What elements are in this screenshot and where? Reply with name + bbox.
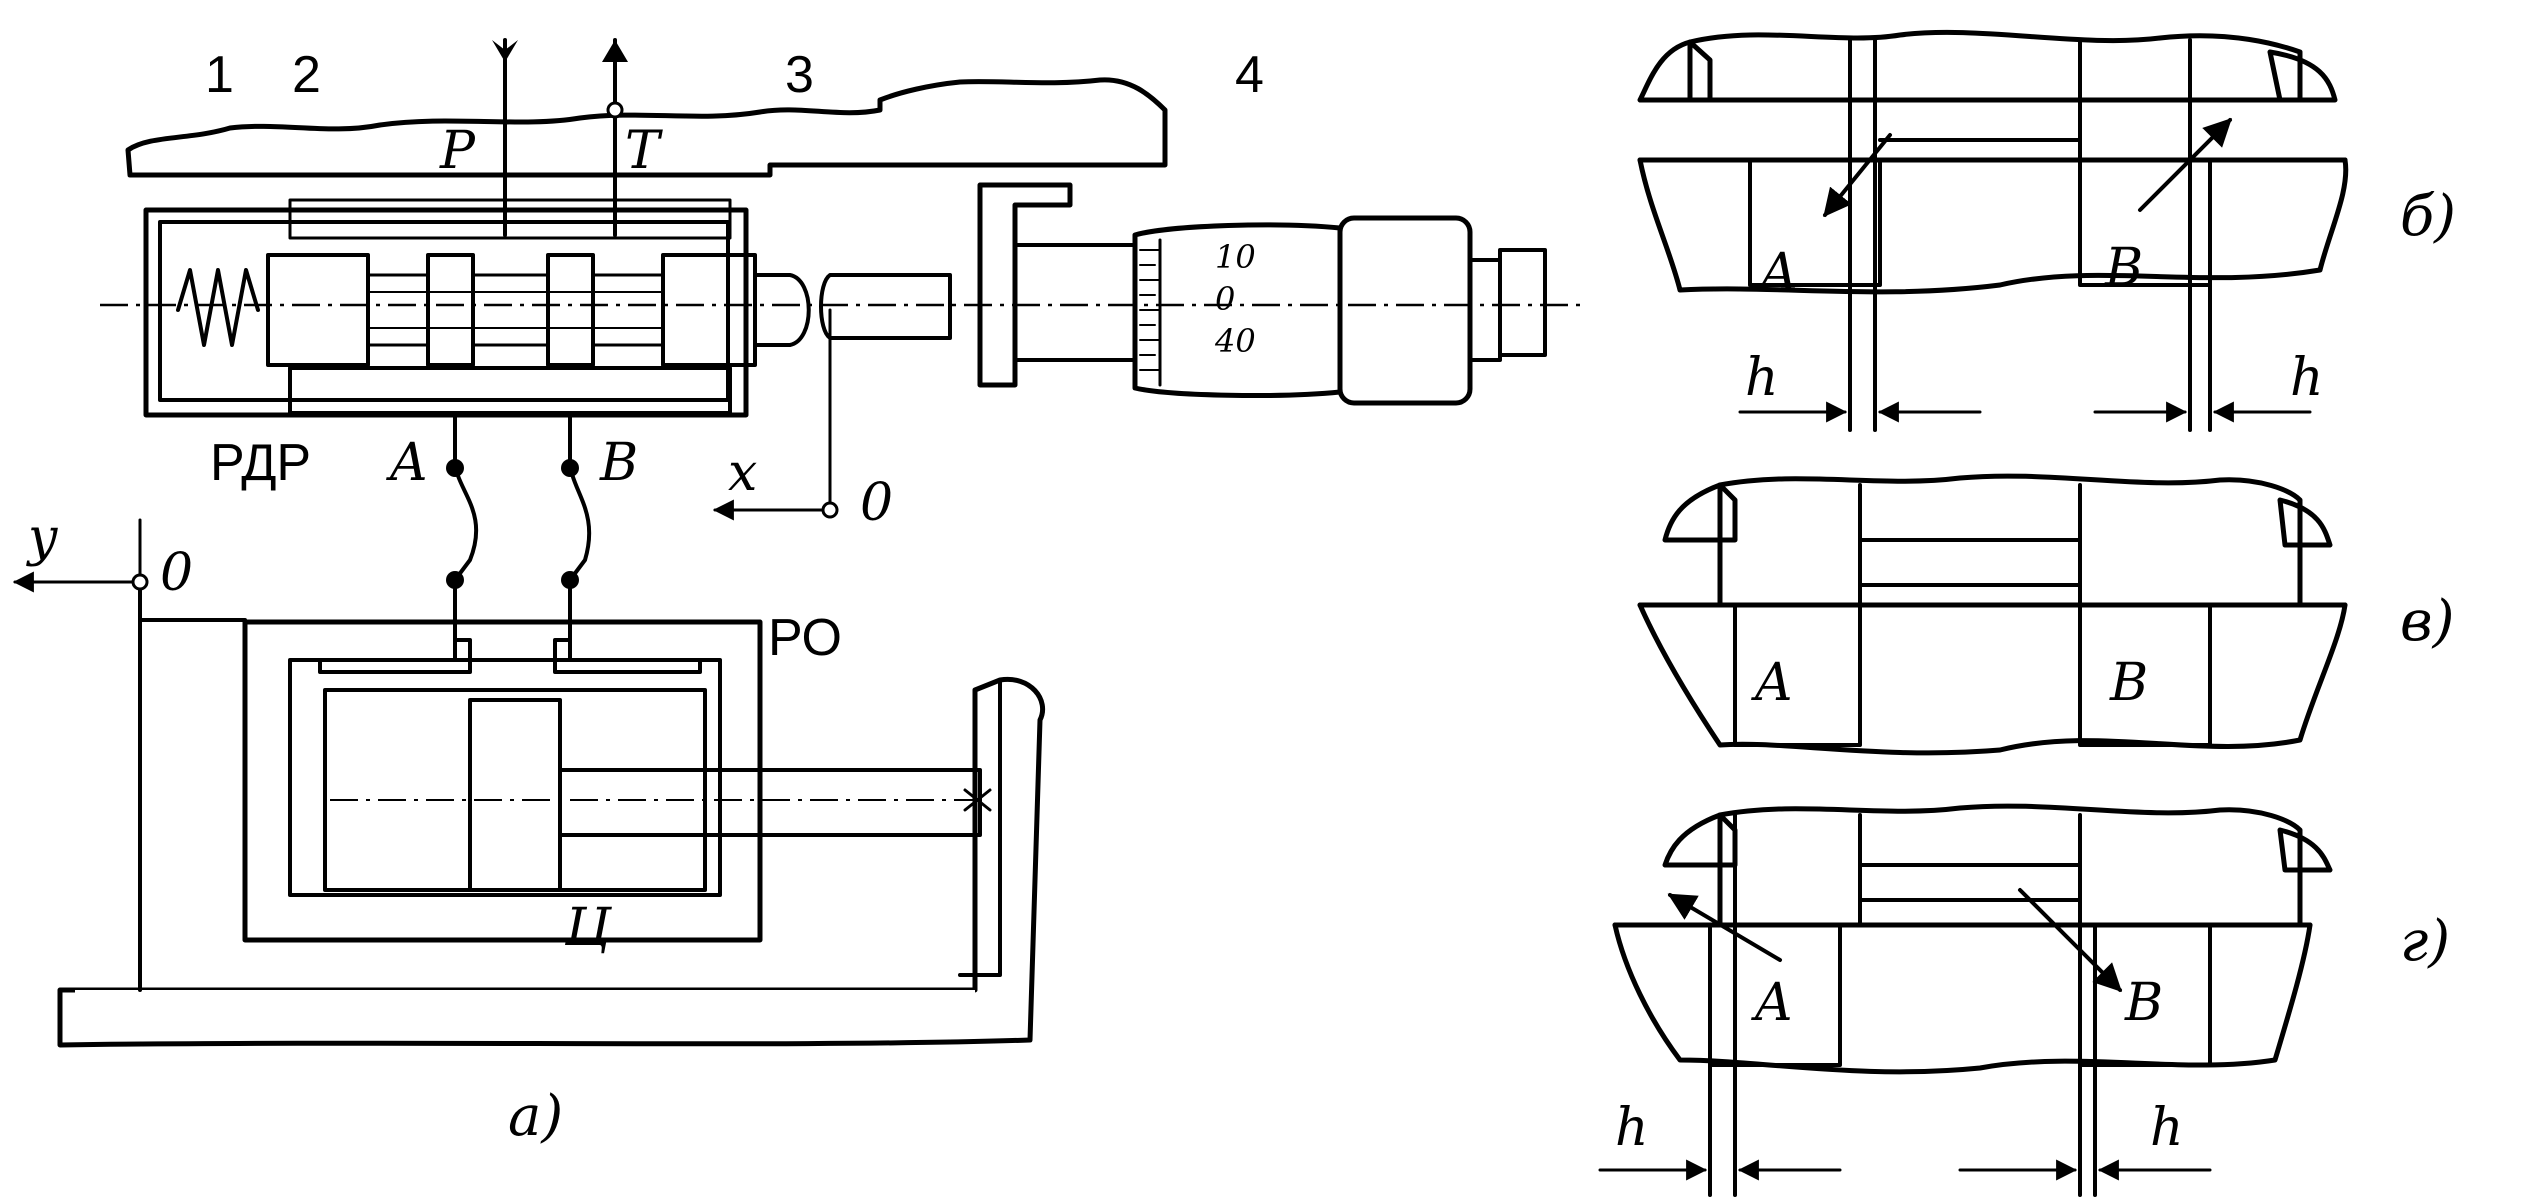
- valve-bottom-wall: [288, 366, 732, 415]
- label-scale-top: 10: [1215, 238, 1256, 276]
- micrometer-scale-ticks: [1139, 249, 1161, 371]
- micrometer-frame: [977, 182, 1073, 388]
- label-port-b: B: [599, 433, 638, 493]
- label-num-1: 1: [205, 46, 234, 104]
- hose-a: [453, 413, 479, 642]
- label-g-gap-right: h: [2150, 1098, 2184, 1158]
- caption-a: а): [508, 1084, 563, 1149]
- label-num-2: 2: [292, 46, 321, 104]
- label-v-port-b: B: [2109, 653, 2148, 713]
- piston-rod: [558, 768, 982, 837]
- cylinder-housing: [242, 619, 763, 943]
- figure-v: A B в): [1637, 473, 2454, 756]
- label-load-name: РО: [768, 609, 842, 667]
- label-origin-x: 0: [860, 473, 893, 533]
- label-axis-y: y: [26, 508, 58, 568]
- valve-body: [143, 207, 749, 418]
- load-frame: [57, 676, 1046, 1048]
- label-b-port-b: B: [2104, 238, 2143, 298]
- label-valve-name: РДР: [210, 434, 311, 492]
- figure-g: A B h h г): [1598, 803, 2450, 1197]
- label-port-a: A: [386, 433, 428, 493]
- figure-a: 1 2 3 4 P T РДР A B x 0 y 0 РО Ц 10 0 40…: [12, 38, 1580, 1149]
- valve-housing-top: [125, 77, 1168, 178]
- label-cylinder-name: Ц: [564, 898, 612, 958]
- label-b-gap-left: h: [1745, 348, 1779, 408]
- label-port-p: P: [439, 121, 476, 181]
- label-g-port-a: A: [1751, 973, 1793, 1033]
- label-num-4: 4: [1235, 46, 1264, 104]
- caption-v: в): [2400, 589, 2454, 654]
- label-scale-bot: 40: [1214, 322, 1256, 360]
- label-g-port-b: B: [2124, 973, 2163, 1033]
- hose-b: [568, 413, 592, 642]
- figure-b: A B h h б): [1637, 29, 2456, 432]
- label-num-3: 3: [785, 46, 814, 104]
- label-g-gap-left: h: [1615, 1098, 1649, 1158]
- label-origin-y: 0: [160, 543, 193, 603]
- caption-g: г): [2400, 909, 2450, 974]
- label-v-port-a: A: [1751, 653, 1793, 713]
- label-port-t: T: [625, 121, 663, 181]
- spool: [266, 253, 811, 367]
- caption-b: б): [2400, 184, 2456, 249]
- label-b-port-a: A: [1756, 243, 1798, 303]
- label-axis-x: x: [728, 443, 757, 503]
- label-b-gap-right: h: [2290, 348, 2324, 408]
- label-scale-mid: 0: [1215, 280, 1235, 318]
- piston: [468, 698, 562, 892]
- spring: [176, 268, 260, 347]
